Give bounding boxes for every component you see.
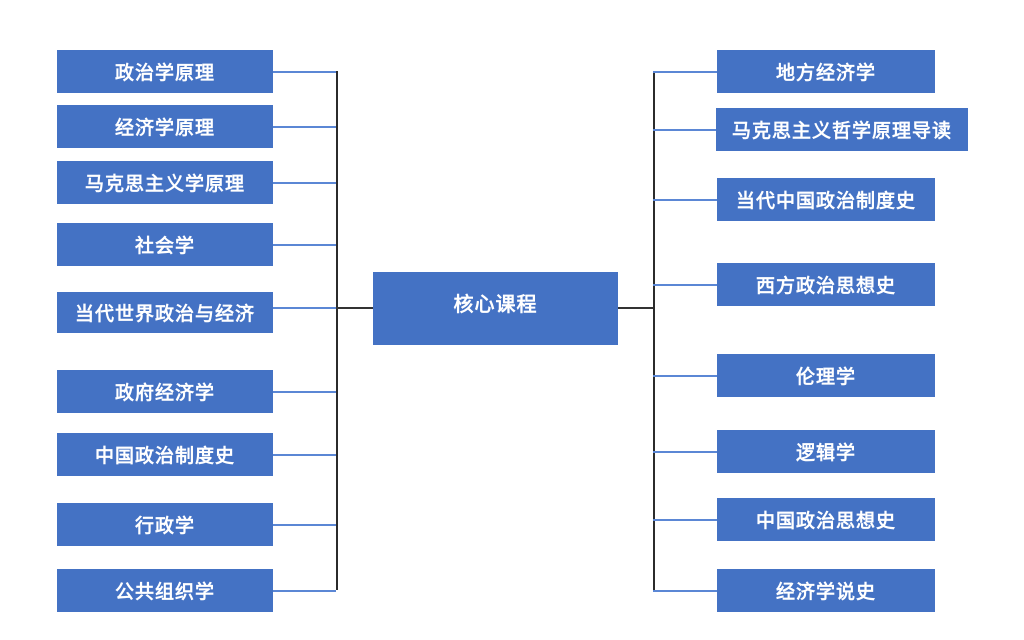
connector-line [653,375,717,377]
connector-line [653,519,717,521]
connector-line [653,451,717,453]
course-node-chinese-political-system-history: 中国政治制度史 [57,433,273,476]
connector-line [273,454,336,456]
connector-line [273,244,336,246]
left-trunk-line [336,71,338,590]
course-node-sociology: 社会学 [57,223,273,266]
connector-line [653,129,717,131]
course-node-government-economics: 政府经济学 [57,370,273,413]
course-node-economics-principles: 经济学原理 [57,105,273,148]
connector-line [653,199,717,201]
course-node-logic: 逻辑学 [717,430,935,473]
course-node-economic-doctrine-history: 经济学说史 [717,569,935,612]
course-node-politics-principles: 政治学原理 [57,50,273,93]
course-node-contemporary-world-politics-economy: 当代世界政治与经济 [57,292,273,333]
course-node-marxism-principles: 马克思主义学原理 [57,161,273,204]
center-left-connector-line [336,307,373,309]
course-node-public-organization: 公共组织学 [57,569,273,612]
connector-line [273,524,336,526]
right-trunk-line [653,71,655,590]
course-node-ethics: 伦理学 [717,354,935,397]
connector-line [273,590,336,592]
connector-line [653,590,717,592]
course-node-contemporary-chinese-political-system-history: 当代中国政治制度史 [717,178,935,221]
course-node-marxist-philosophy-guide: 马克思主义哲学原理导读 [716,108,968,151]
course-node-regional-economics: 地方经济学 [717,50,935,93]
connector-line [273,71,336,73]
center-node-label: 核心课程 [453,294,538,316]
connector-line [273,307,336,309]
connector-line [273,182,336,184]
connector-line [273,126,336,128]
center-right-connector-line [618,307,653,309]
course-node-chinese-political-thought-history: 中国政治思想史 [717,498,935,541]
course-node-western-political-thought-history: 西方政治思想史 [717,263,935,306]
center-node-core-courses: 核心课程 [373,272,618,345]
connector-line [653,71,717,73]
connector-line [653,284,717,286]
connector-line [273,391,336,393]
course-node-public-administration: 行政学 [57,503,273,546]
